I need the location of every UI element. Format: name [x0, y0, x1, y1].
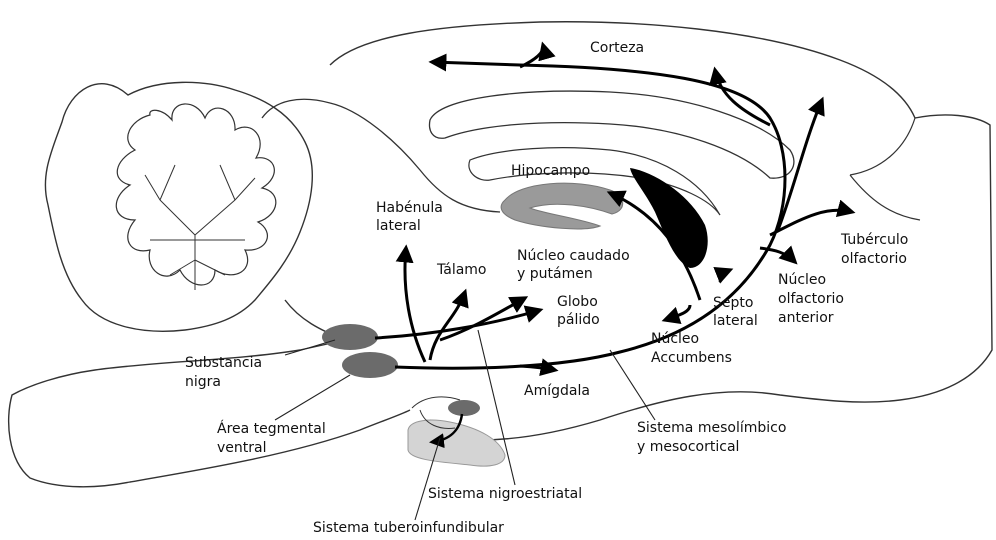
- label-nigroestriatal: Sistema nigroestriatal: [428, 486, 582, 503]
- corpus-callosum-outline: [430, 91, 794, 178]
- label-globo-1: Globo: [557, 294, 598, 311]
- cerebellum-arbor: [145, 165, 255, 290]
- label-caudado-1: Núcleo caudado: [517, 248, 630, 265]
- substancia-nigra-nucleus: [322, 324, 378, 350]
- arcuate-nucleus: [448, 400, 480, 416]
- cerebrum-inner-outline: [262, 99, 500, 212]
- label-habenula-2: lateral: [376, 218, 421, 235]
- label-area-1: Área tegmental: [217, 421, 326, 438]
- label-mesolimbico-1: Sistema mesolímbico: [637, 420, 786, 437]
- label-amigdala: Amígdala: [524, 383, 590, 400]
- label-tuberoinfundibular: Sistema tuberoinfundibular: [313, 520, 504, 537]
- label-septo-1: Septo: [713, 295, 753, 312]
- label-substancia-1: Substancia: [185, 355, 262, 372]
- ventricle-black: [630, 168, 708, 268]
- label-globo-2: pálido: [557, 312, 600, 329]
- label-tuberculo-2: olfactorio: [841, 251, 907, 268]
- label-corteza: Corteza: [590, 40, 644, 57]
- label-tuberculo-1: Tubérculo: [841, 232, 908, 249]
- label-area-2: ventral: [217, 440, 267, 457]
- cerebellum-outline: [45, 82, 312, 331]
- label-accumbens-1: Núcleo: [651, 331, 699, 348]
- pituitary-shape: [408, 420, 505, 466]
- label-olf-ant-3: anterior: [778, 310, 834, 327]
- label-hipocampo: Hipocampo: [511, 163, 590, 180]
- cerebellum-folia: [116, 104, 276, 285]
- label-caudado-2: y putámen: [517, 266, 593, 283]
- area-tegmental-nucleus: [342, 352, 398, 378]
- label-accumbens-2: Accumbens: [651, 350, 732, 367]
- label-mesolimbico-2: y mesocortical: [637, 439, 739, 456]
- hippocampus-shape: [501, 183, 623, 229]
- olfactory-bulb-outline: [850, 118, 920, 220]
- label-septo-2: lateral: [713, 313, 758, 330]
- label-olf-ant-1: Núcleo: [778, 272, 826, 289]
- label-olf-ant-2: olfactorio: [778, 291, 844, 308]
- label-talamo: Tálamo: [437, 262, 487, 279]
- label-habenula-1: Habénula: [376, 200, 443, 217]
- label-substancia-2: nigra: [185, 374, 221, 391]
